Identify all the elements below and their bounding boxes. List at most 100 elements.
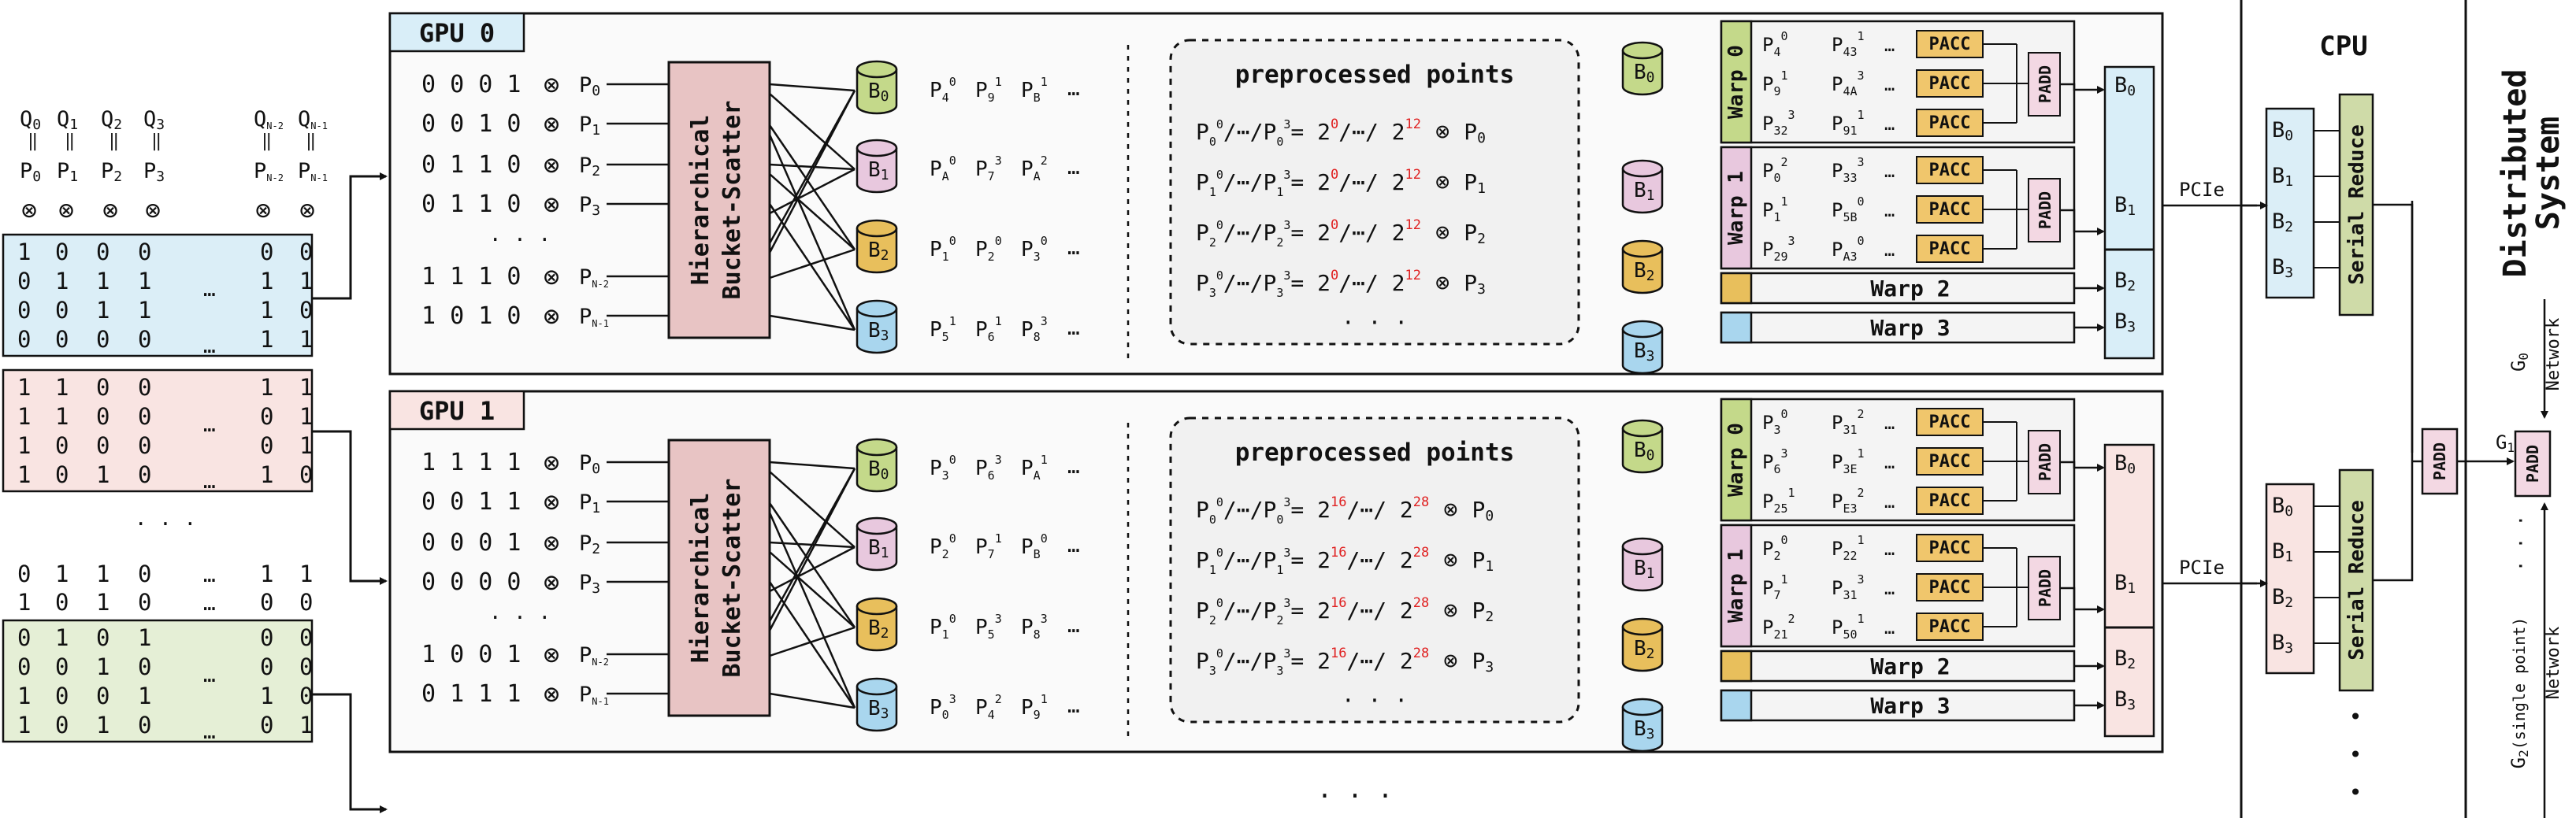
matrix-cell: 0 (96, 374, 109, 401)
subscript: 7 (988, 169, 995, 183)
otimes-symbol: ⊗ (544, 189, 559, 220)
bucket-point-ellipsis: … (1067, 156, 1080, 180)
otimes-symbol: ⊗ (21, 194, 37, 225)
subscript: 3 (2127, 697, 2136, 713)
subscript: B (1034, 91, 1041, 105)
subscript: 9 (988, 91, 995, 105)
subscript: 3 (2285, 265, 2293, 281)
superscript: 3 (1041, 612, 1048, 626)
scatter-to-bucket-line (769, 314, 856, 331)
text-part: P (1464, 119, 1477, 145)
superscript: 0 (1216, 596, 1223, 610)
matrix-group-box (2, 368, 314, 493)
subscript: 1 (2127, 202, 2136, 219)
pacc-label: PACC (1929, 491, 1971, 511)
subscript: 0 (1276, 135, 1283, 149)
subscript: 2 (2516, 750, 2531, 757)
preprocessed-point-row: P00/⋯/P03= 216/⋯/ 228 ⊗ P0 (1196, 494, 1494, 527)
subscript: 0 (1477, 130, 1486, 146)
subscript: N-1 (310, 120, 328, 131)
bucket-cylinder-body (1621, 329, 1664, 375)
matrix-cell: 0 (138, 239, 151, 265)
warp-ellipsis: … (1884, 36, 1895, 56)
gpu-panel-1: GPU 11 1 1 1⊗P00 0 1 1⊗P10 0 0 1⊗P20 0 0… (388, 390, 2257, 753)
subscript: A (942, 169, 949, 183)
gpu-bucket-0: B0 (856, 60, 898, 115)
gpu-bucket-mirror-1: B1 (1621, 159, 1664, 214)
warp-label: Warp 0 (1724, 45, 1748, 119)
matrix-cell: 0 (55, 589, 69, 616)
subscript: 21 (1773, 627, 1787, 642)
superscript: 0 (949, 612, 956, 626)
subscript: 2 (1485, 609, 1494, 625)
matrix-group-box (2, 619, 314, 743)
matrix-cell: 0 (17, 268, 31, 294)
cpu-padd-box (2421, 428, 2459, 495)
superscript: 2 (1788, 612, 1795, 626)
text-part: /⋯/ 2 (1346, 648, 1412, 674)
text-part: P (1196, 547, 1209, 573)
text-part: /⋯/ (1223, 648, 1264, 674)
matrix-cell: 1 (17, 374, 31, 401)
bucket-cylinder-body (856, 309, 898, 354)
bucket-cylinder-top (856, 438, 898, 457)
subscript: A3 (1843, 250, 1857, 264)
matrix-cell: 1 (55, 374, 69, 401)
network-label-top: Network (2544, 318, 2563, 391)
bucket-point-ellipsis: … (1067, 455, 1080, 479)
arrow-to-next-gpu (312, 693, 388, 813)
gpu-bucket-1: B1 (856, 516, 898, 572)
subscript: B (1034, 547, 1041, 561)
gpu-bucket-mirror-0: B0 (1621, 419, 1664, 474)
gpu-bucket-mirror-3: B3 (1621, 698, 1664, 753)
matrix-cell: 0 (138, 326, 151, 353)
subscript: 1 (592, 122, 600, 139)
superscript: 1 (1780, 194, 1787, 209)
matrix-cell: 0 (260, 624, 273, 651)
bucket-point-ellipsis: … (1067, 614, 1080, 638)
distributed-title-line2: System (2530, 117, 2567, 231)
subscript: 1 (1209, 563, 1216, 577)
preprocessed-point-row: P30/⋯/P33= 20/⋯/ 212 ⊗ P3 (1196, 268, 1486, 300)
red-exponent: 0 (1331, 217, 1338, 233)
text-part: P (1264, 598, 1277, 624)
otimes-symbol: ⊗ (544, 69, 559, 101)
pacc-box (1916, 613, 1984, 641)
matrix-cell: 0 (96, 239, 109, 265)
superscript: 2 (995, 692, 1002, 706)
text-part: P (1196, 648, 1209, 674)
gpu-bucket-2: B2 (856, 597, 898, 652)
matrix-cell: 1 (96, 712, 109, 738)
scalar-bits: 0 0 0 1 (421, 71, 521, 98)
text-part: ⊗ (1421, 219, 1464, 246)
bucket-cylinder-top (856, 677, 898, 696)
superscript: 3 (1858, 572, 1865, 587)
subscript: 8 (1034, 627, 1041, 642)
matrix-cell: 1 (138, 683, 151, 709)
matrix-cell: 0 (138, 653, 151, 680)
superscript: 1 (995, 314, 1002, 328)
scalar-vertical-dots: · · · (489, 228, 551, 252)
scatter-to-bucket-line (768, 512, 856, 709)
superscript: 3 (1283, 268, 1290, 283)
pacc-label: PACC (1929, 200, 1971, 220)
g1-label: G1 (2496, 431, 2515, 455)
q-label: Q0 (20, 107, 41, 133)
subscript: 0 (1485, 508, 1494, 524)
bucket-cylinder-body (1621, 627, 1664, 672)
subscript: 3 (881, 705, 889, 722)
pacc-box (1916, 109, 1984, 137)
matrix-cell: 1 (260, 461, 273, 488)
matrix-cell: 1 (299, 326, 313, 353)
text-part: P (1264, 270, 1277, 296)
subscript: 3E (1843, 462, 1857, 476)
scatter-to-bucket-line (769, 551, 856, 628)
matrix-cell: 1 (96, 297, 109, 324)
red-exponent: 0 (1331, 268, 1338, 283)
q-label: Q1 (57, 107, 78, 133)
matrix-cell: 0 (96, 326, 109, 353)
superscript: 0 (1780, 533, 1787, 547)
superscript: 3 (995, 154, 1002, 168)
matrix-cell: 0 (299, 589, 313, 616)
superscript: 3 (1283, 596, 1290, 610)
